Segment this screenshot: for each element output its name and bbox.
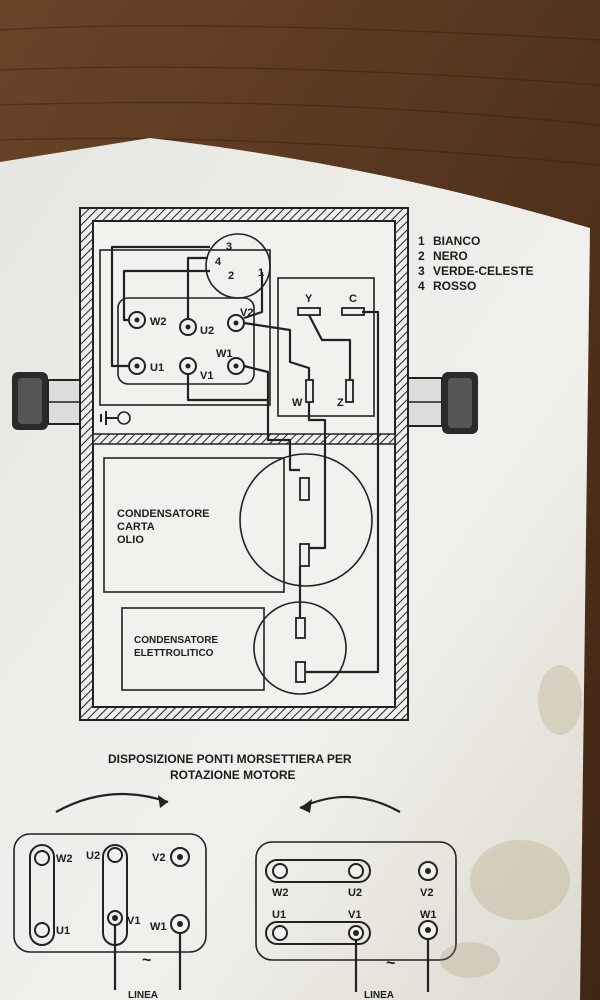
color-legend: 1 BIANCO 2 NERO 3 VERDE-CELESTE 4 ROSSO <box>418 234 534 293</box>
electrolytic-label-1: CONDENSATORE <box>134 635 218 646</box>
right-label-v1: V1 <box>348 909 361 921</box>
terminal-label-u1: U1 <box>150 362 164 374</box>
section-title-line-1: DISPOSIZIONE PONTI MORSETTIERA PER <box>108 752 352 766</box>
legend-num-3: 3 <box>418 264 425 278</box>
electrolytic-label-2: ELETTROLITICO <box>134 648 214 659</box>
paper-stains <box>440 665 582 978</box>
electrolytic-capacitor-body <box>121 607 265 691</box>
right-linea-label: LINEA <box>364 990 394 1000</box>
switch-box <box>277 277 375 417</box>
right-gland <box>407 372 478 434</box>
legend-label-4: ROSSO <box>433 279 476 293</box>
lead-number-3: 3 <box>226 241 232 253</box>
wire-v2-w <box>243 321 311 380</box>
wire-lead-1 <box>243 272 264 320</box>
oil-capacitor-label-2: CARTA <box>117 521 155 533</box>
switch-contact-z <box>345 379 354 403</box>
right-label-w2: W2 <box>272 887 289 899</box>
terminal-label-u2: U2 <box>200 325 214 337</box>
wire-w1-cap <box>243 364 300 472</box>
rotation-arrow-clockwise <box>55 792 169 813</box>
left-ac-symbol: ~ <box>142 952 151 969</box>
terminal-label-w2: W2 <box>150 316 167 328</box>
right-label-w1: W1 <box>420 909 437 921</box>
legend-num-1: 1 <box>418 234 425 248</box>
bridge-diagram-left: W2 U2 V2 U1 V1 W1 ~ LINEA <box>13 792 207 1000</box>
left-label-v2: V2 <box>152 852 165 864</box>
oil-cap-terminal-1 <box>299 477 310 501</box>
lead-number-2: 2 <box>228 270 234 282</box>
right-bridge-2 <box>265 921 371 945</box>
earth-symbol <box>100 411 131 425</box>
wire-lead-4 <box>186 256 208 318</box>
left-label-v1: V1 <box>127 915 140 927</box>
switch-label-y: Y <box>305 293 313 305</box>
oil-capacitor-label-1: CONDENSATORE <box>117 508 210 520</box>
right-ac-symbol: ~ <box>386 955 395 972</box>
oil-capacitor-cap <box>239 453 373 587</box>
oil-cap-terminal-2 <box>299 543 310 567</box>
left-label-w1: W1 <box>150 921 167 933</box>
wood-grain <box>0 25 600 166</box>
wire-c-electrolytic <box>306 310 380 674</box>
right-label-u2: U2 <box>348 887 362 899</box>
left-terminal-board <box>13 833 207 953</box>
switch-contact-c <box>341 307 365 316</box>
right-label-v2: V2 <box>420 887 433 899</box>
switch-label-w: W <box>292 397 303 409</box>
left-label-u1: U1 <box>56 925 70 937</box>
left-gland <box>12 372 81 430</box>
divider-bar <box>92 433 396 445</box>
legend-label-2: NERO <box>433 249 468 263</box>
left-label-w2: W2 <box>56 853 73 865</box>
electrolytic-terminal-2 <box>295 661 306 683</box>
switch-label-z: Z <box>337 397 344 409</box>
electrolytic-terminal-1 <box>295 617 306 639</box>
terminal-block <box>117 297 255 385</box>
enclosure-inner <box>92 220 396 708</box>
legend-num-4: 4 <box>418 279 425 293</box>
lead-number-4: 4 <box>215 256 222 268</box>
switch-contact-y <box>297 307 321 316</box>
section-title-line-2: ROTAZIONE MOTORE <box>170 768 296 782</box>
bridge-diagram-right: W2 U2 V2 U1 V1 W1 ~ LINEA <box>255 795 457 1000</box>
legend-label-3: VERDE-CELESTE <box>433 264 534 278</box>
switch-contact-w <box>305 379 314 403</box>
left-bridge-1 <box>29 844 55 946</box>
wire-y-z <box>308 314 352 380</box>
wire-lead-3 <box>110 245 210 368</box>
terminal-label-v1: V1 <box>200 370 213 382</box>
terminal-label-w1: W1 <box>216 348 233 360</box>
oil-capacitor-label-3: OLIO <box>117 534 144 546</box>
left-label-u2: U2 <box>86 850 100 862</box>
oil-capacitor-body <box>103 457 285 593</box>
right-bridge-1 <box>265 859 371 883</box>
terminal-dots <box>134 317 239 369</box>
wire-w-cap <box>306 402 327 550</box>
legend-num-2: 2 <box>418 249 425 263</box>
switch-label-c: C <box>349 293 357 305</box>
wire-v1 <box>186 374 268 402</box>
right-label-u1: U1 <box>272 909 286 921</box>
legend-label-1: BIANCO <box>433 234 480 248</box>
left-linea-label: LINEA <box>128 990 158 1000</box>
wiring-diagram: 3 4 2 1 W2 U2 V2 U1 V1 W1 <box>12 207 478 721</box>
wire-lead-2 <box>122 269 210 322</box>
